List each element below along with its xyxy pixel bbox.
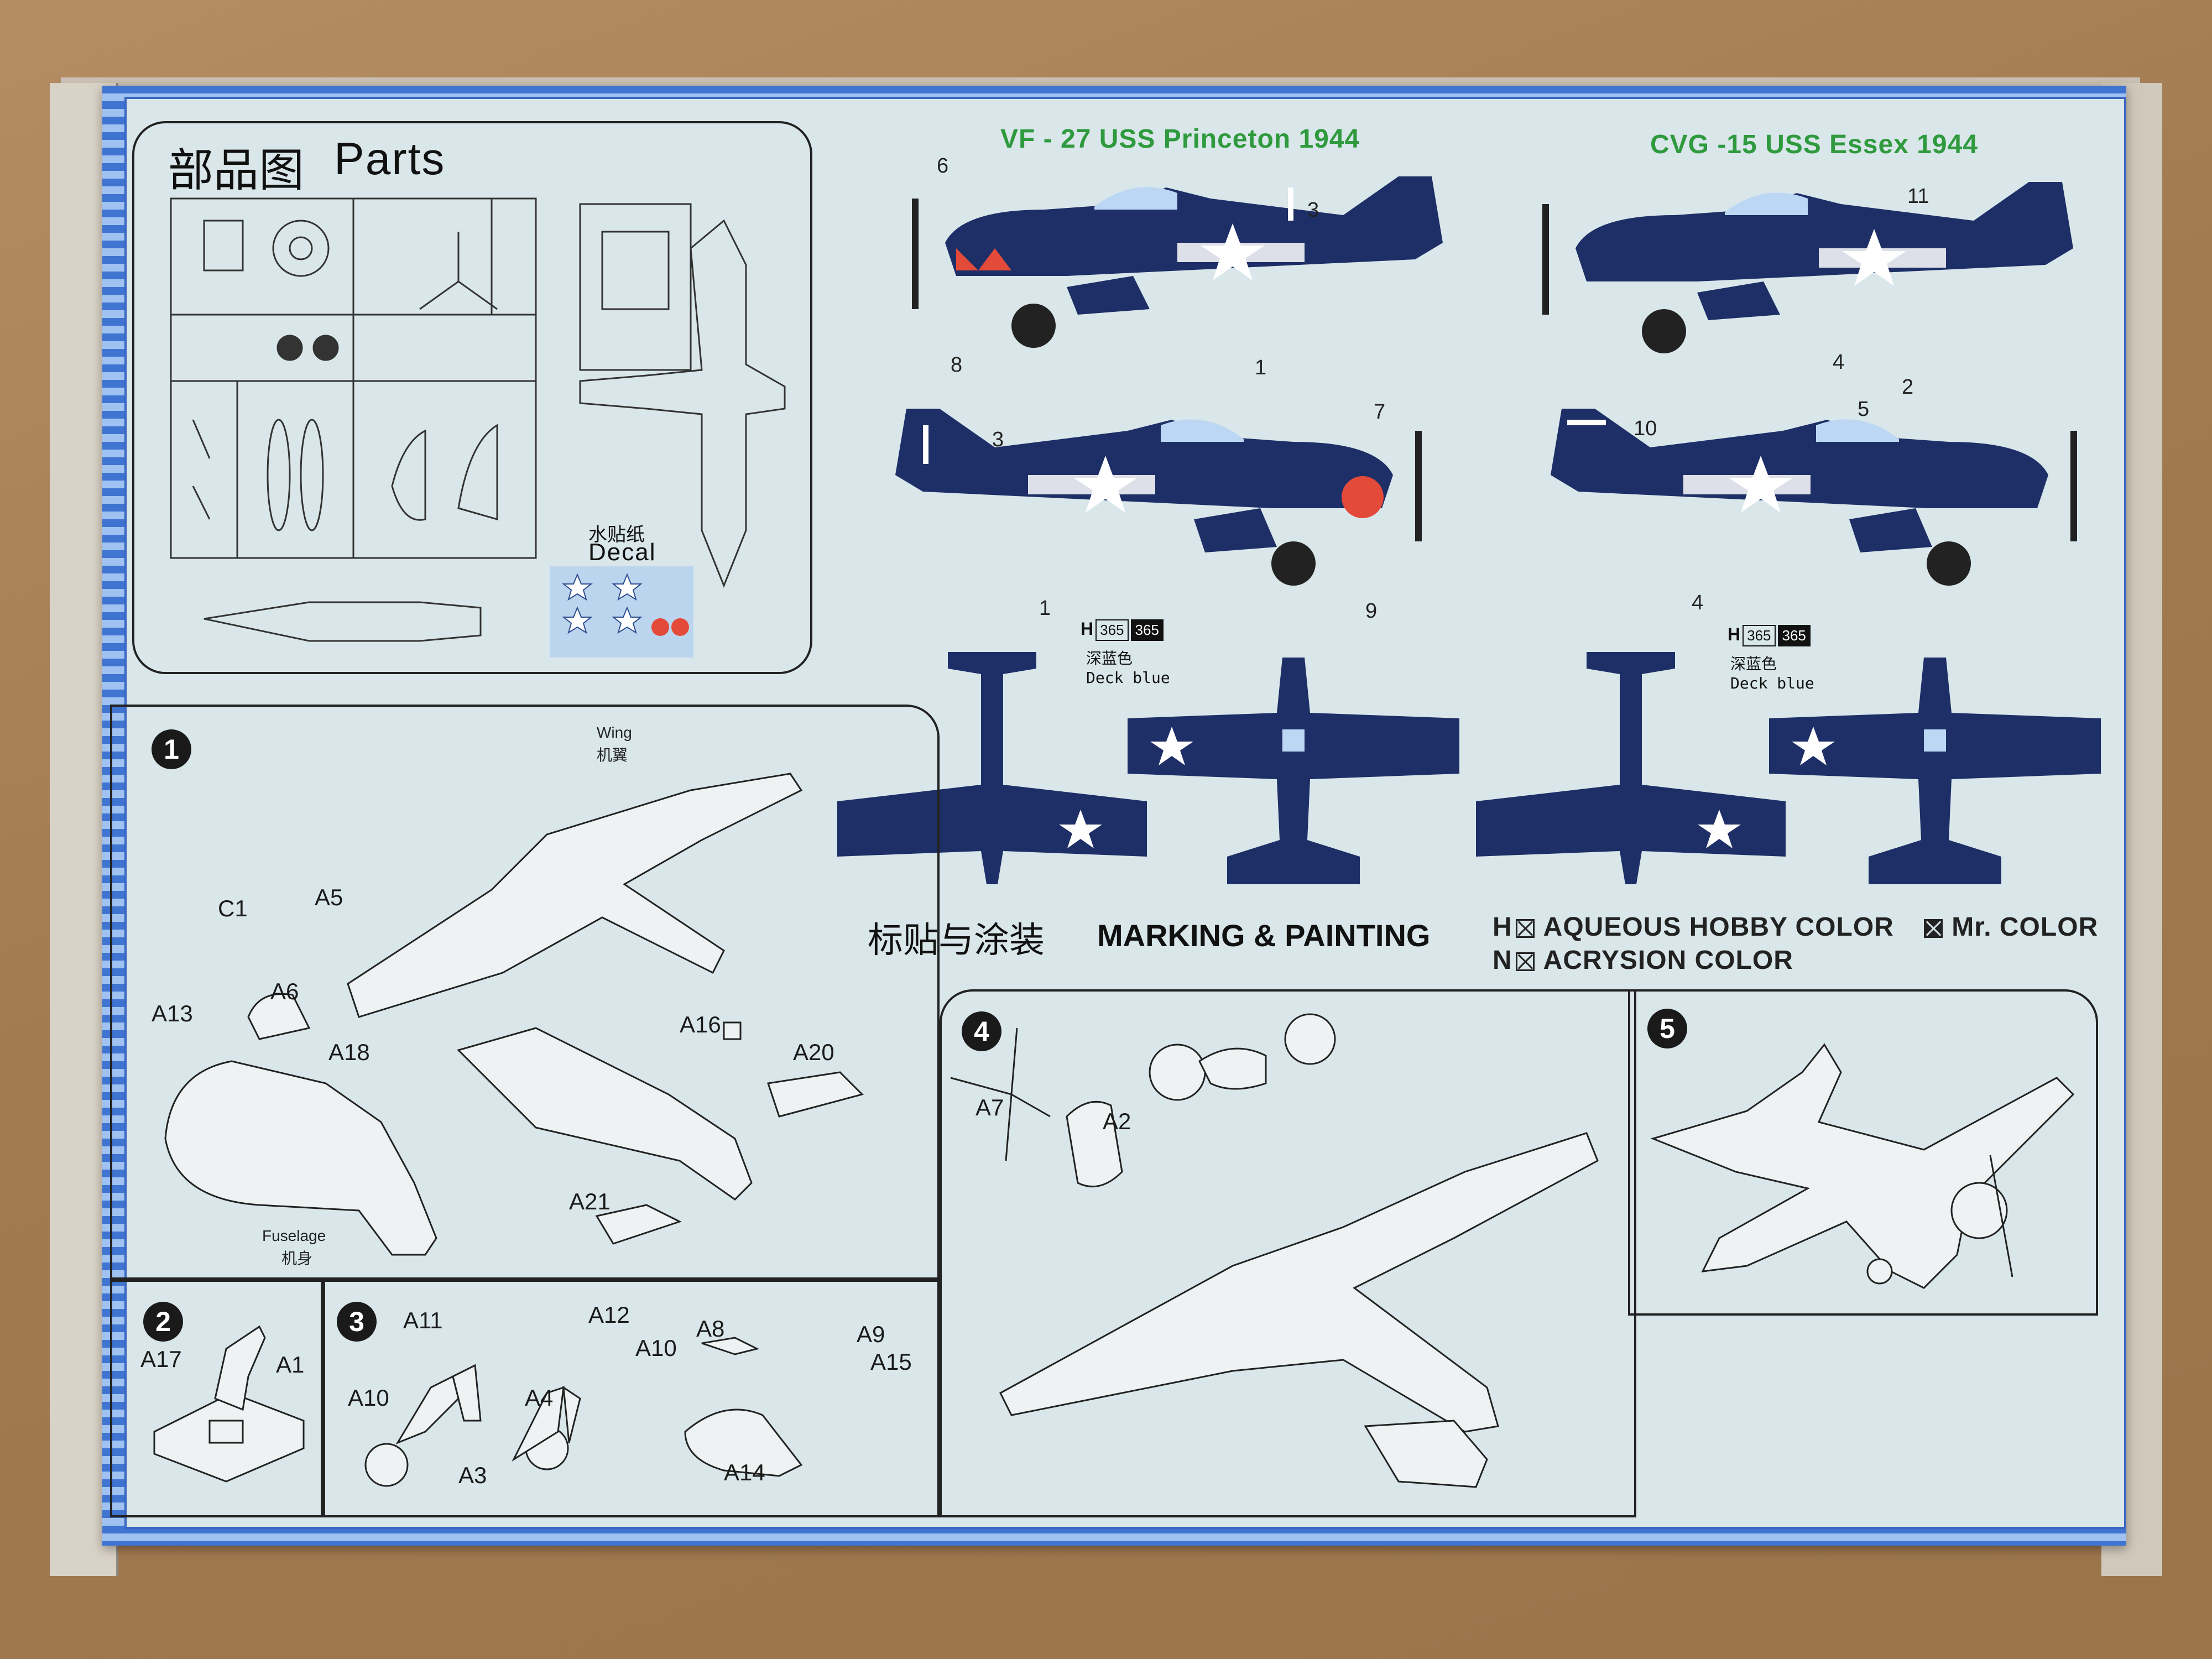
scheme-1-title: VF - 27 USS Princeton 1944 — [1000, 124, 1360, 154]
checkbox-filled-icon — [1924, 919, 1943, 938]
step-3-panel — [323, 1280, 940, 1517]
step-1-part-label: C1 — [218, 895, 248, 921]
step-1-part-label: A18 — [328, 1039, 370, 1065]
step-1-part-label: A16 — [680, 1011, 721, 1037]
scheme-1-callout: 3 — [1307, 199, 1319, 222]
decal-title-cn: 水贴纸 — [588, 524, 645, 546]
scheme-1-callout: 6 — [937, 154, 949, 178]
step-1-number: 1 — [152, 729, 191, 769]
scheme-1-callout: 1 — [1039, 597, 1051, 620]
step-4-number: 4 — [962, 1011, 1001, 1051]
step-5-panel — [1628, 989, 2098, 1316]
scheme-1-profile-right — [895, 409, 1422, 586]
parts-title-cn: 部品图 — [168, 144, 305, 197]
step-1-drawing — [164, 773, 864, 1256]
step-3-part-label: A14 — [724, 1459, 765, 1485]
scheme-1-plan-bottom — [837, 652, 1147, 884]
step-4-panel — [940, 989, 1636, 1517]
sprue-drawing — [170, 197, 786, 642]
scheme-2-paint-name-en: Deck blue — [1730, 674, 1814, 692]
scheme-1-callout: 3 — [992, 428, 1004, 451]
step-4-part-label: A2 — [1103, 1108, 1131, 1134]
scheme-1-plan-top — [1128, 658, 1459, 884]
scheme-2-callout: 5 — [1858, 398, 1870, 421]
scheme-2-callout: 4 — [1833, 351, 1845, 374]
step-3-part-label: A12 — [588, 1302, 630, 1328]
wing-label-cn: 机翼 — [597, 746, 628, 764]
scheme-2-callout: 4 — [1692, 591, 1704, 614]
parts-panel — [132, 121, 812, 674]
step-3-part-label: A8 — [696, 1316, 725, 1342]
scheme-2-plan-bottom — [1476, 652, 1786, 884]
step-2-panel — [110, 1280, 323, 1517]
scheme-1-profile-left — [912, 176, 1443, 348]
scheme-2-title: CVG -15 USS Essex 1944 — [1650, 130, 1979, 159]
step-1-part-label: A13 — [152, 1000, 193, 1026]
scheme-1-paint-name-cn: 深蓝色 — [1086, 649, 1133, 667]
step-1-part-label: A20 — [793, 1039, 834, 1065]
scheme-2-profile-right — [1551, 409, 2077, 586]
fuselage-label-en: Fuselage — [262, 1227, 326, 1244]
instruction-sheet: 部品图 Parts — [110, 97, 2126, 1529]
scheme-1-callout: 9 — [1365, 599, 1378, 623]
step-2-drawing — [153, 1325, 305, 1483]
decal-sheet — [550, 566, 693, 658]
scheme-1-callout: 7 — [1374, 400, 1386, 424]
step-2-number: 2 — [143, 1302, 183, 1342]
step-5-drawing — [1650, 1043, 2075, 1289]
scheme-1-callout: 1 — [1255, 356, 1267, 379]
scheme-2-callout: 2 — [1902, 375, 1914, 399]
checkbox-icon — [1515, 952, 1535, 971]
scheme-2-callout: 11 — [1907, 185, 1929, 208]
step-4-drawing — [950, 1013, 1599, 1488]
step-3-part-label: A15 — [870, 1349, 912, 1375]
scheme-1-paint-name-en: Deck blue — [1086, 669, 1170, 687]
step-1-part-label: A5 — [315, 884, 343, 910]
step-4-part-label: A7 — [975, 1094, 1004, 1120]
step-3-part-label: A3 — [458, 1462, 487, 1488]
step-3-part-label: A9 — [857, 1321, 885, 1347]
step-3-part-label: A11 — [403, 1307, 443, 1333]
decal-title-en: Decal — [588, 539, 656, 566]
scheme-2-plan-top — [1769, 658, 2101, 884]
checkbox-icon — [1515, 919, 1535, 938]
marking-title-en: MARKING & PAINTING — [1097, 918, 1431, 953]
marking-title-cn: 标贴与涂装 — [868, 920, 1045, 961]
step-2-part-label: A1 — [276, 1352, 305, 1378]
step-1-part-label: A21 — [569, 1188, 611, 1214]
step-3-part-label: A10 — [635, 1335, 677, 1361]
fuselage-label-cn: 机身 — [281, 1249, 313, 1267]
step-1-part-label: A6 — [270, 978, 299, 1004]
scheme-2-paint-name-cn: 深蓝色 — [1730, 655, 1777, 673]
scheme-2-profile-left — [1542, 182, 2073, 353]
wing-label-en: Wing — [597, 724, 632, 741]
step-1-panel — [110, 705, 940, 1280]
step-3-part-label: A10 — [348, 1385, 389, 1411]
step-2-part-label: A17 — [140, 1346, 182, 1372]
step-3-number: 3 — [337, 1302, 377, 1342]
scheme-2-callout: 10 — [1634, 417, 1657, 440]
step-5-number: 5 — [1647, 1009, 1687, 1048]
step-3-drawing — [364, 1337, 803, 1487]
step-3-part-label: A4 — [525, 1385, 554, 1411]
parts-title-en: Parts — [334, 134, 446, 184]
scheme-1-callout: 8 — [951, 353, 963, 377]
